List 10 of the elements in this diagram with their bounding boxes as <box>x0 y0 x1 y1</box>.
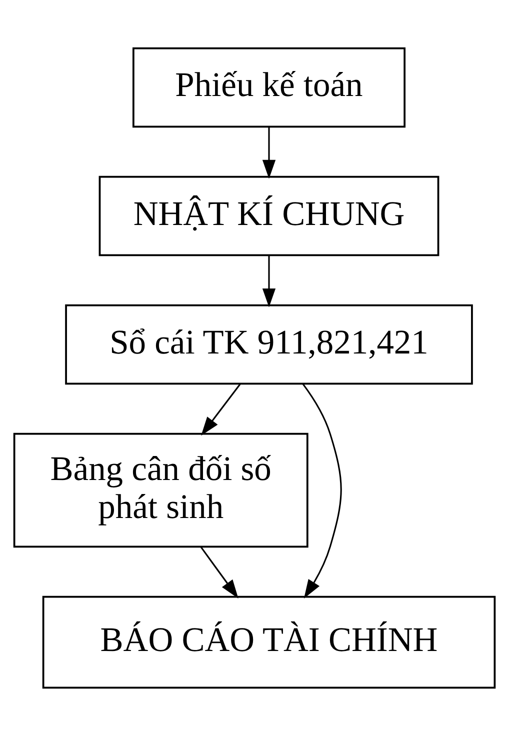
arrow <box>200 546 238 599</box>
arrow <box>302 383 342 598</box>
arrow <box>262 126 276 179</box>
node-box: Sổ cái TK 911,821,421 <box>65 304 473 385</box>
node-box: BÁO CÁO TÀI CHÍNH <box>42 596 496 689</box>
node-box: Phiếu kế toán <box>132 47 406 128</box>
node-box: NHẬT KÍ CHUNG <box>98 176 440 256</box>
arrow <box>201 384 241 436</box>
arrow <box>262 255 276 308</box>
node-box: Bảng cân đối số phát sinh <box>13 432 308 548</box>
